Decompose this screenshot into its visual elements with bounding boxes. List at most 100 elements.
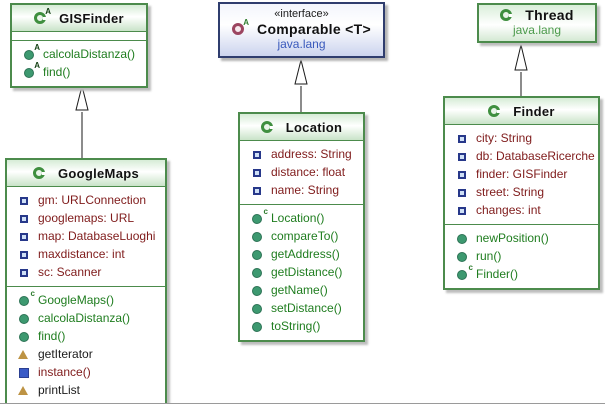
- member-label: find(): [43, 65, 71, 79]
- member-row[interactable]: street: String: [445, 183, 598, 201]
- member-row[interactable]: setDistance(): [240, 299, 363, 317]
- member-row[interactable]: compareTo(): [240, 227, 363, 245]
- member-row[interactable]: map: DatabaseLuoghi: [7, 227, 165, 245]
- member-row[interactable]: db: DatabaseRicerche: [445, 147, 598, 165]
- field-icon: [456, 204, 470, 217]
- member-row[interactable]: gm: URLConnection: [7, 191, 165, 209]
- triangle-icon: [18, 348, 32, 361]
- member-label: Finder(): [476, 267, 519, 281]
- package-label: java.lang: [277, 37, 326, 51]
- abstract-class-icon: A: [34, 7, 51, 25]
- package-label: java.lang: [512, 23, 562, 37]
- class-icon: [500, 8, 514, 22]
- member-row[interactable]: printList: [7, 381, 165, 399]
- member-row[interactable]: finder: GISFinder: [445, 165, 598, 183]
- member-label: getIterator: [38, 347, 93, 361]
- class-icon: [260, 120, 275, 134]
- member-label: run(): [476, 249, 502, 263]
- member-label: getDistance(): [271, 265, 343, 279]
- abstract-method-icon: A: [23, 61, 40, 79]
- member-row[interactable]: getAddress(): [240, 245, 363, 263]
- class-header-finder: Finder: [445, 98, 598, 124]
- member-label: googlemaps: URL: [38, 211, 135, 225]
- member-row[interactable]: run(): [445, 247, 598, 265]
- title-row: Finder: [488, 104, 555, 119]
- method-icon: [18, 330, 32, 343]
- member-label: db: DatabaseRicerche: [476, 149, 595, 163]
- field-icon: [251, 184, 265, 197]
- member-row[interactable]: changes: int: [445, 201, 598, 219]
- field-icon: [18, 212, 32, 225]
- member-row[interactable]: address: String: [240, 145, 363, 163]
- stereotype-label: «interface»: [274, 8, 329, 20]
- member-label: getAddress(): [271, 247, 340, 261]
- member-row[interactable]: find(): [7, 327, 165, 345]
- field-icon: [456, 186, 470, 199]
- member-row[interactable]: getIterator: [7, 345, 165, 363]
- member-row[interactable]: newPosition(): [445, 229, 598, 247]
- member-row[interactable]: calcolaDistanza(): [7, 309, 165, 327]
- member-label: map: DatabaseLuoghi: [38, 229, 156, 243]
- member-label: compareTo(): [271, 229, 339, 243]
- class-title: GISFinder: [59, 10, 124, 26]
- member-label: Location(): [271, 211, 325, 225]
- field-icon: [18, 266, 32, 279]
- method-icon: [251, 266, 265, 279]
- class-box-finder[interactable]: Finder city: String db: DatabaseRicerche fi…: [443, 96, 600, 290]
- class-header-location: Location: [240, 114, 363, 140]
- field-icon: [456, 150, 470, 163]
- title-row: A Comparable <T>: [232, 18, 371, 37]
- member-label: setDistance(): [271, 301, 342, 315]
- member-row[interactable]: distance: float: [240, 163, 363, 181]
- method-icon: [18, 312, 32, 325]
- inheritance-arrow-location-implements-comparable[interactable]: [294, 59, 308, 112]
- member-label: toString(): [271, 319, 321, 333]
- class-icon: [488, 104, 502, 118]
- constructor-icon: c: [456, 263, 473, 281]
- class-title: Thread: [525, 7, 574, 23]
- member-row[interactable]: getDistance(): [240, 263, 363, 281]
- member-label: address: String: [271, 147, 352, 161]
- member-label: gm: URLConnection: [38, 193, 147, 207]
- field-icon: [251, 148, 265, 161]
- title-row: Location: [260, 120, 343, 135]
- member-row[interactable]: maxdistance: int: [7, 245, 165, 263]
- member-row[interactable]: getName(): [240, 281, 363, 299]
- class-header-comparable: «interface» A Comparable <T>java.lang: [220, 7, 383, 52]
- member-label: sc: Scanner: [38, 265, 102, 279]
- member-label: city: String: [476, 131, 533, 145]
- member-row[interactable]: googlemaps: URL: [7, 209, 165, 227]
- static-icon: [18, 366, 32, 379]
- title-row: A GISFinder: [34, 7, 124, 26]
- member-row[interactable]: toString(): [240, 317, 363, 335]
- member-row[interactable]: instance(): [7, 363, 165, 381]
- method-icon: [251, 320, 265, 333]
- member-row[interactable]: city: String: [445, 129, 598, 147]
- constructor-icon: c: [18, 289, 35, 307]
- inheritance-arrow-finder-extends-thread[interactable]: [514, 44, 528, 96]
- interface-icon: A: [232, 18, 249, 36]
- member-row[interactable]: sc: Scanner: [7, 263, 165, 281]
- member-label: getName(): [271, 283, 328, 297]
- method-icon: [251, 248, 265, 261]
- member-row[interactable]: name: String: [240, 181, 363, 199]
- field-icon: [251, 166, 265, 179]
- field-icon: [18, 194, 32, 207]
- member-label: instance(): [38, 365, 91, 379]
- class-box-comparable[interactable]: «interface» A Comparable <T>java.lang: [218, 2, 385, 58]
- class-title: Comparable <T>: [257, 21, 371, 37]
- inheritance-arrow-googlemaps-extends-gisfinder[interactable]: [75, 85, 89, 158]
- member-label: find(): [38, 329, 66, 343]
